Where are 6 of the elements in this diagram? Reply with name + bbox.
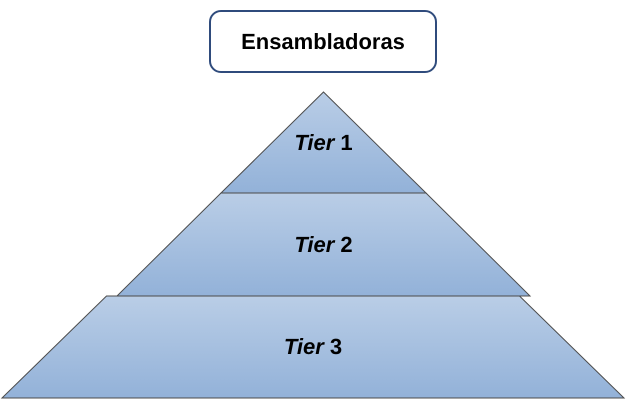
tier-label: Tier 3 [284,333,342,361]
box-label: Ensambladoras [241,28,405,56]
label-box [209,10,437,73]
tier-label: Tier 1 [294,128,353,156]
tier-label: Tier 2 [294,230,353,258]
pyramid-level [2,296,624,398]
